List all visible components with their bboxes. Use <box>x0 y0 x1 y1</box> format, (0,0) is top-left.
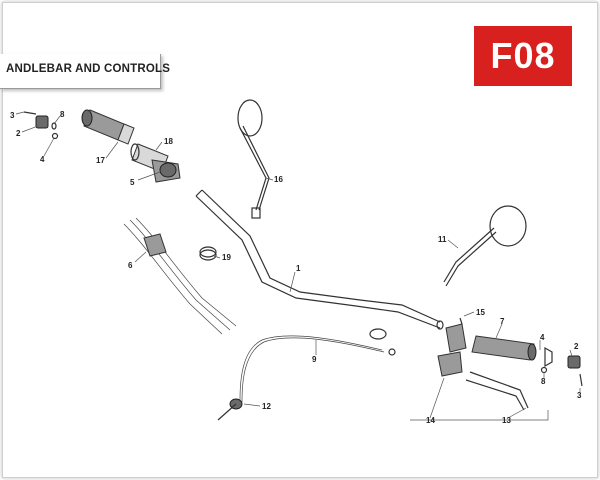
left-end-weight <box>23 111 59 140</box>
callout-4-left: 4 <box>40 155 45 164</box>
section-code-badge: F08 <box>474 26 572 86</box>
title-box <box>0 54 161 89</box>
leader-lines <box>15 111 581 421</box>
handlebar <box>195 189 444 330</box>
callout-19: 19 <box>222 253 231 262</box>
callout-16: 16 <box>274 175 283 184</box>
clutch-cable <box>239 328 396 403</box>
callouts: 1 2 3 4 8 17 18 5 6 19 16 11 15 7 4 2 8 … <box>10 110 582 425</box>
throttle-assembly <box>130 143 181 183</box>
callout-5: 5 <box>130 178 135 187</box>
callout-3-right: 3 <box>577 391 582 400</box>
cable-adjuster <box>217 398 243 421</box>
callout-8-right: 8 <box>541 377 546 386</box>
throttle-cables <box>123 217 237 335</box>
right-mirror <box>443 205 527 287</box>
left-mirror <box>237 99 270 219</box>
callout-14: 14 <box>426 416 435 425</box>
callout-12: 12 <box>262 402 271 411</box>
right-controls <box>437 317 583 411</box>
callout-8-left: 8 <box>60 110 65 119</box>
left-grip <box>81 109 135 145</box>
callout-17: 17 <box>96 156 105 165</box>
callout-15: 15 <box>476 308 485 317</box>
callout-7: 7 <box>500 317 505 326</box>
diagram-title: ANDLEBAR AND CONTROLS <box>6 63 171 75</box>
callout-13: 13 <box>502 416 511 425</box>
callout-4-right: 4 <box>540 333 545 342</box>
callout-2-right: 2 <box>574 342 579 351</box>
callout-3-left: 3 <box>10 111 15 120</box>
callout-1: 1 <box>296 264 301 273</box>
callout-11: 11 <box>438 235 447 244</box>
callout-2-left: 2 <box>16 129 21 138</box>
callout-6: 6 <box>128 261 133 270</box>
cable-clamp <box>199 246 217 261</box>
callout-18: 18 <box>164 137 173 146</box>
callout-9: 9 <box>312 355 317 364</box>
